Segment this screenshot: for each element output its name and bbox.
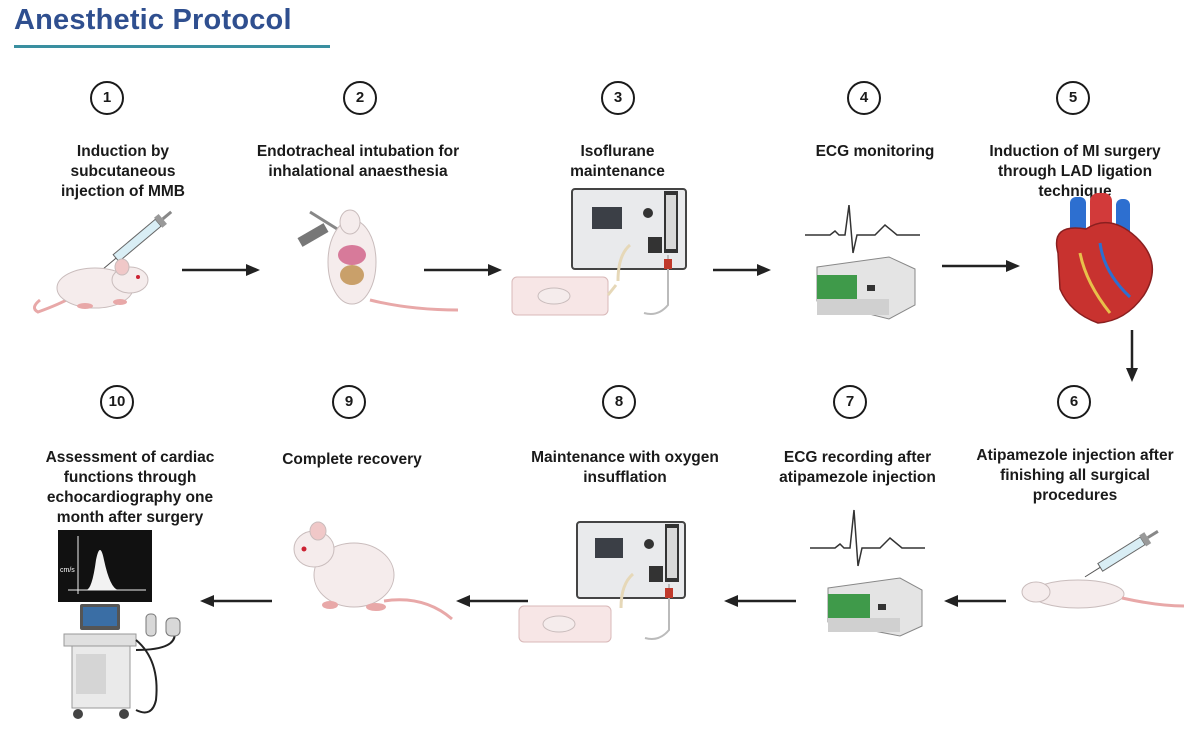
step-7-label: ECG recording after atipamezole injectio… <box>779 449 936 486</box>
intubated-mouse-illustration <box>297 209 459 312</box>
ultrasound-machine-illustration <box>63 604 181 719</box>
step-6-number: 6 <box>1057 385 1091 419</box>
step-10-number: 10 <box>100 385 134 419</box>
step-8-number: 8 <box>602 385 636 419</box>
arrow-6-to-7 <box>944 595 1006 607</box>
step-1-number: 1 <box>90 81 124 115</box>
oxygen-device-illustration <box>518 521 686 643</box>
title-underline <box>14 45 330 48</box>
step-5-number: 5 <box>1056 81 1090 115</box>
echo-screen-illustration: cm/s <box>58 530 152 602</box>
page-title: Anesthetic Protocol <box>14 4 292 36</box>
recovered-mouse-illustration <box>293 521 453 621</box>
step-10-label: Assessment of cardiac functions through … <box>45 449 215 526</box>
step-4-number: 4 <box>847 81 881 115</box>
isoflurane-device-illustration <box>511 188 687 316</box>
mouse-injection-illustration <box>33 210 173 314</box>
arrow-4-to-5 <box>942 260 1020 272</box>
arrow-7-to-8 <box>724 595 796 607</box>
arrow-5-to-6 <box>1126 330 1138 382</box>
step-4-label: ECG monitoring <box>815 143 935 160</box>
ecg-monitor-illustration <box>805 205 920 320</box>
syringe-icon <box>1084 530 1159 578</box>
arrow-3-to-4 <box>713 264 771 276</box>
arrow-2-to-3 <box>424 264 502 276</box>
step-8-label: Maintenance with oxygen insufflation <box>531 449 719 486</box>
step-1-label: Induction by subcutaneous injection of M… <box>61 143 185 200</box>
step-9-number: 9 <box>332 385 366 419</box>
ecg-recorder-illustration <box>810 509 925 637</box>
step-2-number: 2 <box>343 81 377 115</box>
step-9-label: Complete recovery <box>282 451 422 468</box>
arrow-1-to-2 <box>182 264 260 276</box>
arrow-8-to-9 <box>456 595 528 607</box>
arrow-9-to-10 <box>200 595 272 607</box>
lying-mouse-injection-illustration <box>1021 530 1185 609</box>
step-6-label: Atipamezole injection after finishing al… <box>976 447 1174 504</box>
step-3-label: Isoflurane maintenance <box>570 143 665 180</box>
heart-illustration <box>1055 193 1154 324</box>
step-2-label: Endotracheal intubation for inhalational… <box>256 143 460 180</box>
echo-unit-label: cm/s <box>60 567 75 574</box>
syringe-icon <box>98 210 173 273</box>
step-5-label: Induction of MI surgery through LAD liga… <box>989 143 1161 200</box>
step-7-number: 7 <box>833 385 867 419</box>
step-3-number: 3 <box>601 81 635 115</box>
